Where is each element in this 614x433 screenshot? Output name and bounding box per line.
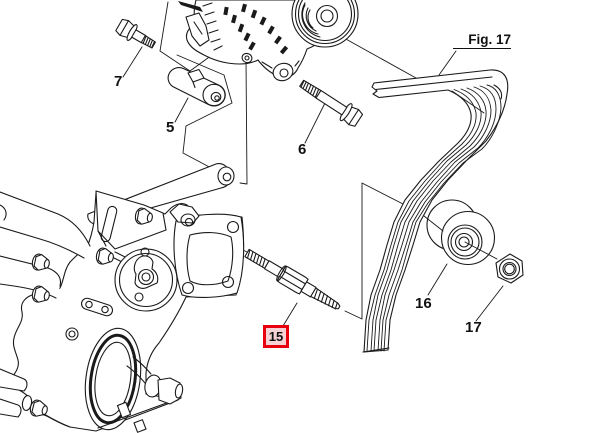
bolt-7: [115, 18, 156, 49]
nut-17: [495, 253, 524, 284]
drain-plug: [126, 356, 184, 405]
leader-lines-front: [423, 90, 504, 322]
bolt-6: [299, 79, 364, 127]
callout-16[interactable]: 16: [415, 295, 432, 312]
spacer-5: [167, 67, 226, 107]
cover-left-arm-upper: [0, 191, 91, 259]
two-hole-bracket: [80, 297, 114, 317]
gasket-flange: [169, 203, 245, 298]
engine-front-cover: [0, 163, 245, 433]
callout-6[interactable]: 6: [298, 141, 307, 158]
stud-15: [244, 248, 341, 310]
cover-left-arm-lower: [0, 255, 62, 299]
crank-boss: [114, 247, 178, 312]
callout-17[interactable]: 17: [465, 319, 482, 336]
alternator-pulley: [291, 0, 359, 48]
fig-ref-label[interactable]: Fig. 17: [453, 32, 511, 49]
callout-7[interactable]: 7: [114, 73, 123, 90]
callout-15-highlighted[interactable]: 15: [263, 325, 289, 348]
idler-pulley-16: [426, 199, 496, 266]
callout-5[interactable]: 5: [166, 119, 175, 136]
v-ribbed-belt: [362, 69, 509, 353]
small-hole: [65, 327, 79, 341]
alternator-ear: [261, 60, 300, 82]
bracket-plate: [95, 190, 167, 250]
vent-slots: [223, 3, 289, 55]
association-frames: [159, 1, 404, 320]
alternator-lug: [241, 52, 253, 64]
alternator: [178, 0, 359, 82]
